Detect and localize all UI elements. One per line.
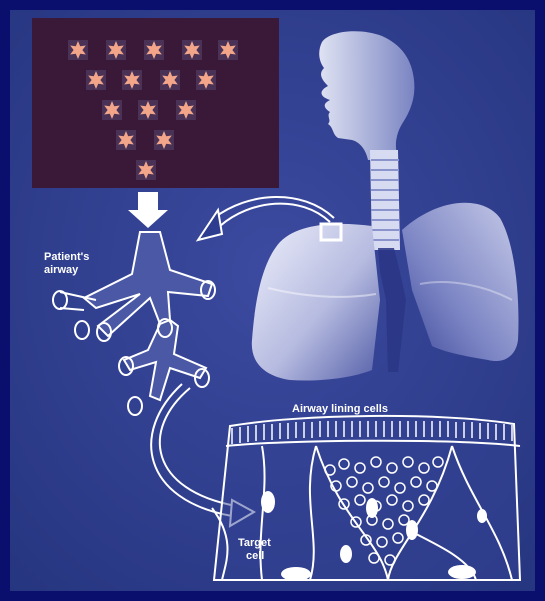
star-cell-icon [144, 40, 164, 60]
star-cell-icon [176, 100, 196, 120]
lining-label: Airway lining cells [292, 403, 388, 415]
trachea [370, 150, 400, 250]
airway-label-line1: Patient's [44, 251, 89, 263]
star-cell-icon [86, 70, 106, 90]
star-cell-icon [218, 40, 238, 60]
star-cell-icon [68, 40, 88, 60]
star-cell-icon [138, 100, 158, 120]
target-label-line2: cell [246, 550, 264, 562]
star-cell-icon [122, 70, 142, 90]
star-cell-icon [106, 40, 126, 60]
star-cell-icon [102, 100, 122, 120]
star-cell-icon [160, 70, 180, 90]
star-cell-icon [136, 160, 156, 180]
star-cell-icon [182, 40, 202, 60]
star-cell-icon [154, 130, 174, 150]
star-cell-icon [116, 130, 136, 150]
target-label-line1: Target [238, 537, 271, 549]
star-cell-icon [196, 70, 216, 90]
airway-label-line2: airway [44, 264, 79, 276]
